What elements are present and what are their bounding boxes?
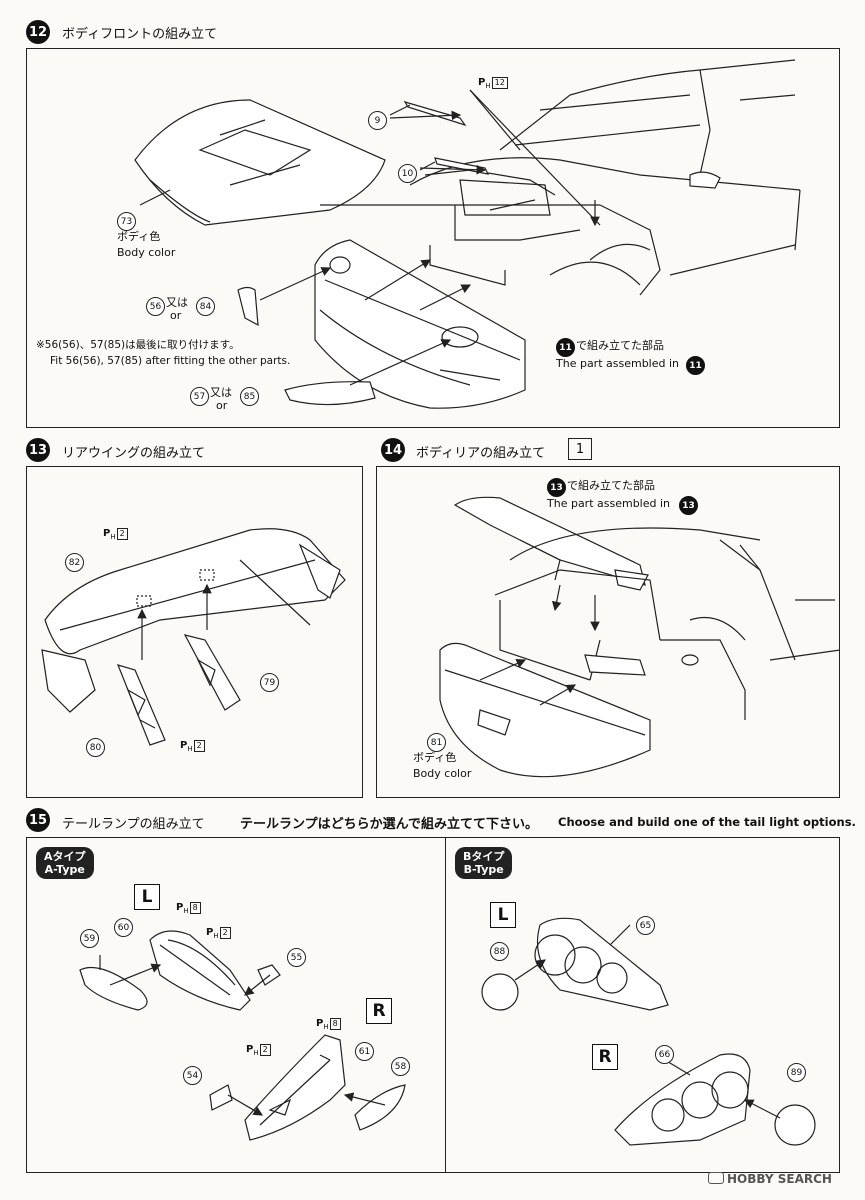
step-12-title: ボディフロントの組み立て <box>62 27 218 42</box>
or-en-1: or <box>170 309 182 322</box>
hood-part-73 <box>134 99 386 226</box>
ref-step-11: 11 <box>556 338 575 357</box>
watermark: HOBBY SEARCH <box>708 1172 832 1186</box>
step-12-badge: 12 <box>26 20 50 44</box>
part-61: 61 <box>355 1042 374 1061</box>
assembled-jp-14: で組み立てた部品 <box>567 479 655 492</box>
rear-wing-part-82 <box>41 528 346 713</box>
part-89: 89 <box>787 1063 806 1082</box>
part-55: 55 <box>287 948 306 967</box>
part-58: 58 <box>391 1057 410 1076</box>
step-14-badge: 14 <box>381 438 405 462</box>
step-13-title: リアウイングの組み立て <box>62 446 206 461</box>
part-73: 73 <box>117 212 136 231</box>
part-60: 60 <box>114 918 133 937</box>
step-15-subtitle-jp: テールランプはどちらか選んで組み立てて下さい。 <box>240 817 538 832</box>
or-jp-1: 又は <box>166 296 188 309</box>
part-80: 80 <box>86 738 105 757</box>
body-color-en-14: Body color <box>413 767 472 780</box>
watermark-logo-icon <box>708 1172 724 1184</box>
left-side-marker-b: L <box>490 902 516 928</box>
step-13-badge: 13 <box>26 438 50 462</box>
note-en: Fit 56(56), 57(85) after fitting the oth… <box>50 355 291 367</box>
taillight-a-right <box>209 1034 406 1141</box>
part-84: 84 <box>196 297 215 316</box>
step-15-b-panel <box>445 837 840 1173</box>
part-56: 56 <box>146 297 165 316</box>
or-en-2: or <box>216 399 228 412</box>
note-jp: ※56(56)、57(85)は最後に取り付けます。 <box>36 339 240 351</box>
step-12-panel <box>26 48 840 428</box>
assembled-jp-12: で組み立てた部品 <box>576 339 664 352</box>
part-65: 65 <box>636 916 655 935</box>
step-13-panel <box>26 466 363 798</box>
part-88: 88 <box>490 942 509 961</box>
right-side-marker-a: R <box>366 998 392 1024</box>
part-81: 81 <box>427 733 446 752</box>
part-59: 59 <box>80 929 99 948</box>
part-82: 82 <box>65 553 84 572</box>
step-15-title: テールランプの組み立て <box>62 817 205 832</box>
assembled-en-14: The part assembled in <box>547 497 671 510</box>
right-side-marker-b: R <box>592 1044 618 1070</box>
part-57: 57 <box>190 387 209 406</box>
part-85: 85 <box>240 387 259 406</box>
part-66: 66 <box>655 1045 674 1064</box>
taillight-b-left <box>481 917 669 1011</box>
step14-arrows <box>479 584 600 706</box>
ref-step-11-b: 11 <box>686 356 705 375</box>
body-color-jp-12: ボディ色 <box>117 230 161 243</box>
ref-step-13-b: 13 <box>679 496 698 515</box>
step-14-boxed-number: 1 <box>568 438 592 460</box>
headlight-parts <box>237 286 376 406</box>
step-15-badge: 15 <box>26 808 50 832</box>
car-front-body <box>320 59 801 296</box>
front-bumper <box>314 239 526 409</box>
car-rear-body <box>453 496 841 720</box>
part-9: 9 <box>368 111 387 130</box>
wing-stays <box>116 583 241 746</box>
body-color-jp-14: ボディ色 <box>413 751 457 764</box>
ref-step-13: 13 <box>547 478 566 497</box>
step-14-title: ボディリアの組み立て <box>416 446 546 461</box>
body-color-en-12: Body color <box>117 246 176 259</box>
part-54: 54 <box>183 1066 202 1085</box>
or-jp-2: 又は <box>210 386 232 399</box>
step-15-subtitle-en: Choose and build one of the tail light o… <box>558 815 856 829</box>
taillight-b-right <box>614 1053 816 1146</box>
part-79: 79 <box>260 673 279 692</box>
step-14-panel <box>376 466 840 798</box>
step12-arrows <box>259 110 600 386</box>
assembled-en-12: The part assembled in <box>556 357 680 370</box>
left-side-marker-a: L <box>134 884 160 910</box>
part-10: 10 <box>398 164 417 183</box>
taillight-a-left <box>79 930 281 1011</box>
